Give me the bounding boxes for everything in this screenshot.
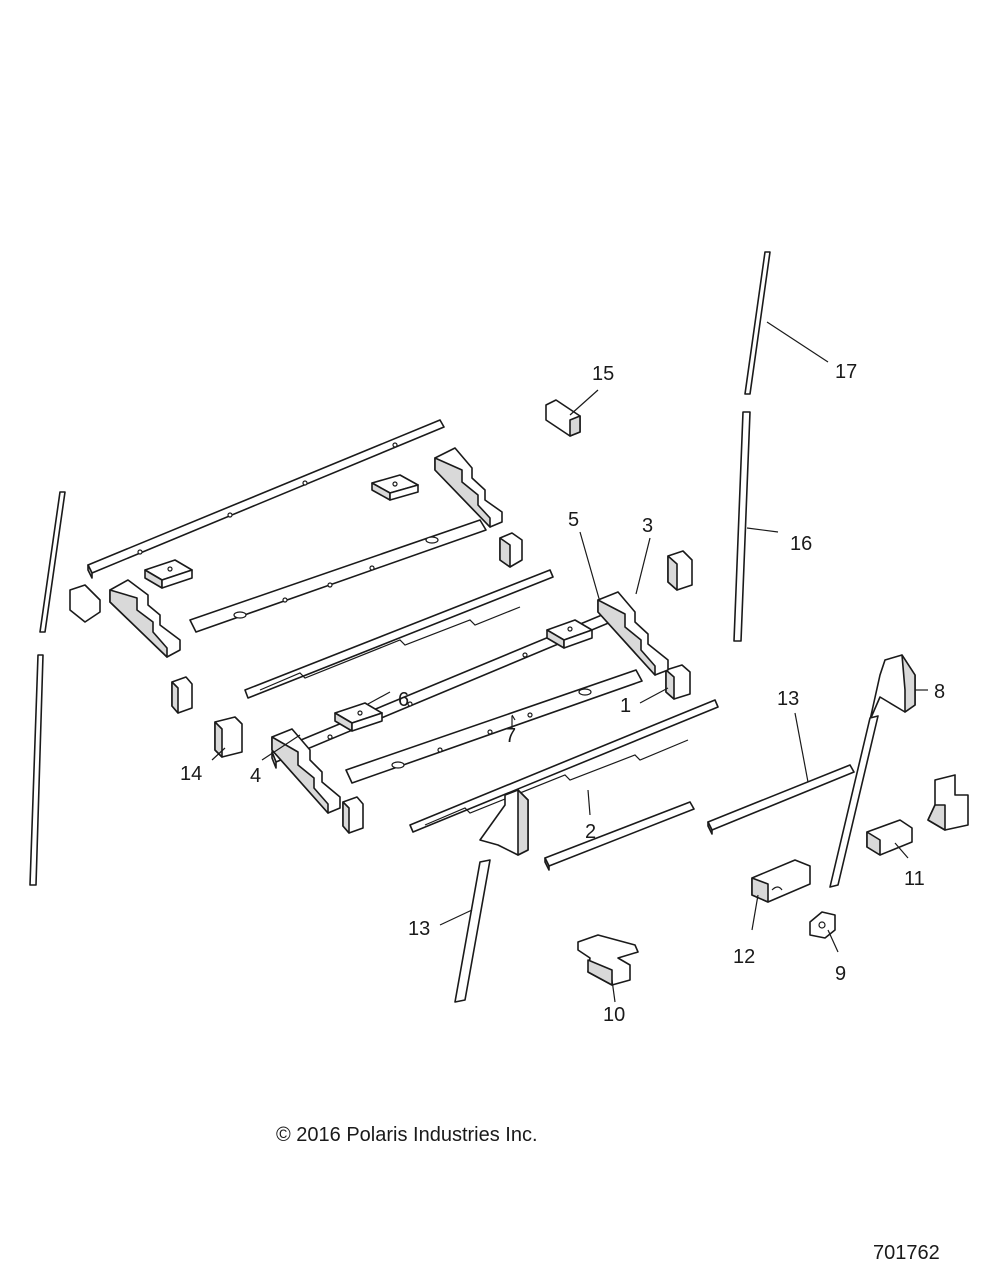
- left-upper-strip: [39, 491, 66, 633]
- part-9-clip: [809, 911, 839, 953]
- part-3-bracket: [597, 537, 669, 676]
- leader-1: [639, 687, 669, 704]
- callout-5: 5: [568, 509, 579, 531]
- callout-3: 3: [642, 515, 653, 537]
- callout-12: 12: [733, 946, 755, 968]
- part-13-right-rail: [707, 712, 855, 835]
- block-right: [667, 550, 693, 591]
- part-16-strip: [733, 411, 779, 642]
- block-left-pad: [69, 584, 101, 623]
- diagonal-strip-right: [829, 715, 879, 888]
- part-17-strip: [744, 251, 829, 395]
- part-7-bar: [345, 669, 643, 784]
- gusset-center: [479, 789, 529, 856]
- part-4-bracket: [261, 728, 341, 814]
- part-15: [545, 389, 599, 437]
- block-center-small: [499, 532, 523, 568]
- block-front-left: [342, 796, 364, 834]
- copyright-text: © 2016 Polaris Industries Inc.: [276, 1124, 538, 1146]
- part-8-gusset: [869, 654, 928, 721]
- middle-stepped-rail: [244, 569, 554, 699]
- part-12-block: [751, 859, 811, 931]
- callout-labels: 1 2 3 4 5 6 7 8 9 10 11 12 13 13 14 15 1…: [180, 361, 945, 1026]
- callout-7: 7: [505, 725, 516, 747]
- part-5-rail: [271, 531, 631, 769]
- part-10-bracket: [577, 934, 639, 1003]
- callout-17: 17: [835, 361, 857, 383]
- back-bracket-right: [434, 447, 503, 528]
- block-14a: [171, 676, 193, 714]
- part-13-lower-strip: [439, 859, 491, 1003]
- callout-6: 6: [398, 689, 409, 711]
- callout-13-lower: 13: [408, 918, 430, 940]
- callout-14: 14: [180, 763, 202, 785]
- callout-4: 4: [250, 765, 261, 787]
- left-lower-strip: [29, 654, 44, 886]
- callout-10: 10: [603, 1004, 625, 1026]
- callout-1: 1: [620, 695, 631, 717]
- leader-14: [211, 747, 226, 761]
- block-1: [665, 664, 691, 700]
- back-rail-upper: [87, 419, 445, 579]
- back-bracket-left: [109, 579, 181, 658]
- callout-9: 9: [835, 963, 846, 985]
- callout-15: 15: [592, 363, 614, 385]
- pad-center-right: [546, 619, 593, 649]
- bracket-far-right: [927, 774, 969, 831]
- back-pad-center: [371, 474, 419, 501]
- callout-8: 8: [934, 681, 945, 703]
- back-pad-left: [144, 559, 193, 589]
- block-14: [214, 716, 243, 758]
- callout-16: 16: [790, 533, 812, 555]
- part-2-rail: [409, 699, 719, 833]
- drawing-number: 701762: [873, 1242, 940, 1264]
- back-flat-bar: [189, 519, 487, 633]
- center-rail: [544, 801, 695, 871]
- part-6-pad: [334, 691, 391, 732]
- callout-13-right: 13: [777, 688, 799, 710]
- callout-11: 11: [904, 868, 925, 890]
- callout-2: 2: [585, 821, 596, 843]
- part-11-block: [866, 819, 913, 859]
